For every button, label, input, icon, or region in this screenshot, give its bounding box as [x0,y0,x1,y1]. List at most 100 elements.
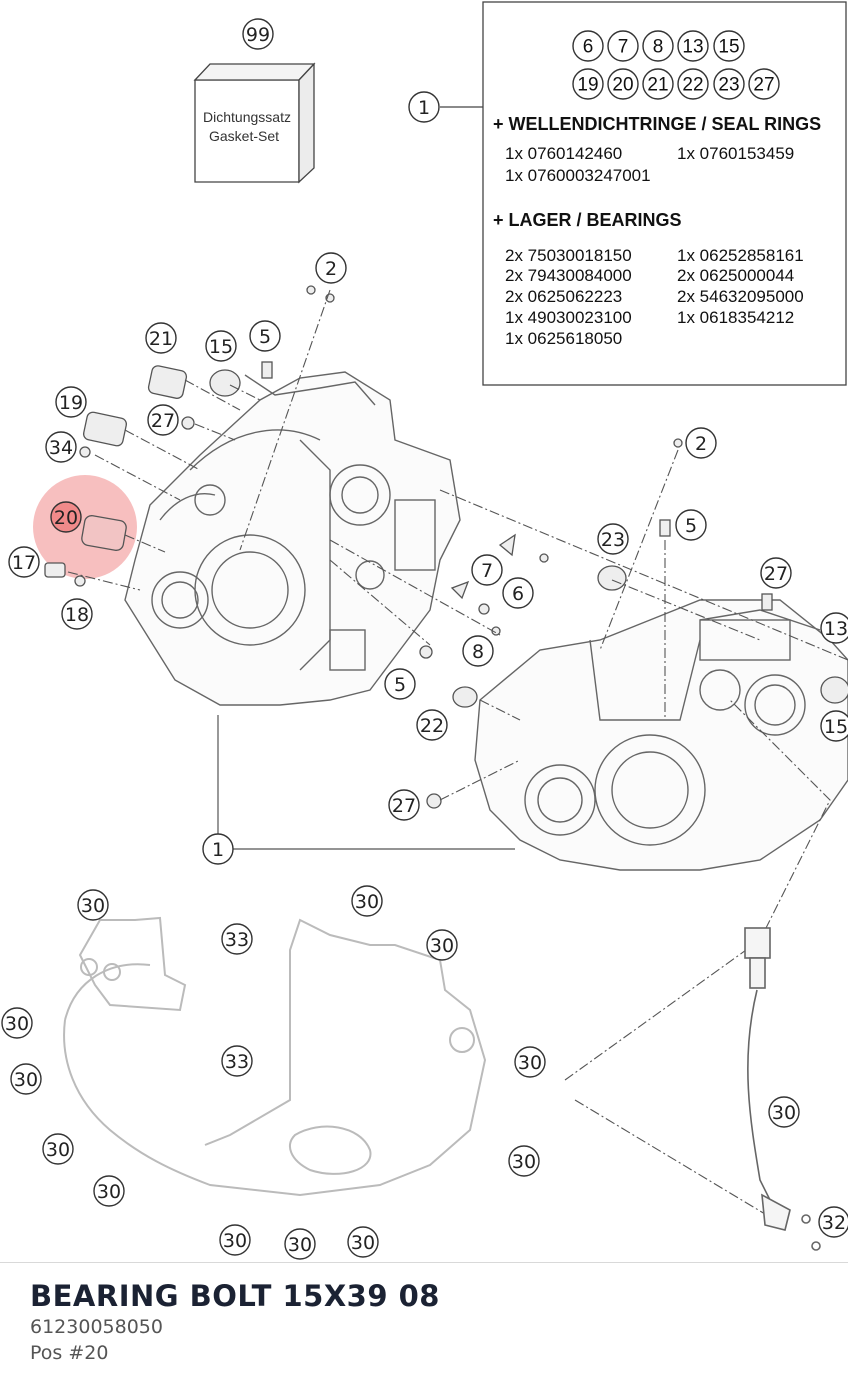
callout-33: 33 [221,923,253,955]
info-ref-circle [713,30,745,62]
info-ref-label: 7 [618,37,629,58]
callout-label: 33 [225,929,249,951]
part-number: 61230058050 [30,1316,163,1338]
info-ref-20: 20 [607,68,639,100]
info-ref-label: 15 [718,37,739,58]
callout-circle [426,929,458,961]
bearing-item: 2x 0625062223 [505,287,622,306]
info-ref-15: 15 [713,30,745,62]
gasket-label-en: Gasket-Set [209,128,279,144]
callout-circle [408,91,440,123]
callout-30: 30 [93,1175,125,1207]
callout-label: 30 [355,891,379,913]
callout-20: 20 [50,501,82,533]
callout-label: 6 [512,583,524,605]
callout-circle [284,1228,316,1260]
left-crankcase-half [124,371,461,706]
callout-circle [93,1175,125,1207]
callout-label: 27 [392,795,416,817]
callout-label: 5 [685,515,697,537]
info-ref-circle [748,68,780,100]
callout-circle [597,523,629,555]
callout-30: 30 [514,1046,546,1078]
callout-circle [145,322,177,354]
callout-circle [384,668,416,700]
callout-27: 27 [760,557,792,589]
part-title: BEARING BOLT 15X39 08 [30,1279,440,1313]
callout-label: 99 [246,24,270,46]
callout-circle [42,1133,74,1165]
callout-1: 1 [408,91,440,123]
bearing-item: 1x 0625618050 [505,329,622,348]
callout-label: 32 [822,1212,846,1234]
callout-circle [462,635,494,667]
callout-leaders [217,715,515,850]
bearing-item: 2x 75030018150 [505,246,632,265]
callout-label: 30 [288,1234,312,1256]
callout-30: 30 [42,1133,74,1165]
callout-30: 30 [426,929,458,961]
info-ref-circle [642,68,674,100]
info-ref-circle [713,68,745,100]
bearing-heading: + LAGER / BEARINGS [493,210,682,230]
callout-30: 30 [508,1145,540,1177]
seal-item: 1x 0760003247001 [505,166,651,185]
callout-label: 27 [151,410,175,432]
callout-label: 13 [824,618,848,640]
callout-label: 30 [512,1151,536,1173]
callout-circle [685,427,717,459]
callout-label: 30 [14,1069,38,1091]
callout-30: 30 [284,1228,316,1260]
callout-30: 30 [219,1224,251,1256]
callout-circle [416,709,448,741]
footer-divider [0,1262,848,1263]
info-ref-circle [677,30,709,62]
callout-label: 19 [59,392,83,414]
callout-label: 1 [418,97,430,119]
callout-13: 13 [820,612,848,644]
info-ref-27: 27 [748,68,780,100]
callout-circle [471,554,503,586]
callout-circle [219,1224,251,1256]
info-ref-circle [607,30,639,62]
info-ref-label: 13 [682,37,703,58]
callout-30: 30 [351,885,383,917]
callout-15: 15 [820,710,848,742]
callout-33: 33 [221,1045,253,1077]
info-ref-label: 20 [612,75,633,96]
callout-circle [760,557,792,589]
callout-circle [221,923,253,955]
callout-8: 8 [462,635,494,667]
callout-circle [249,320,281,352]
info-ref-label: 8 [653,37,664,58]
callout-circle [388,789,420,821]
callout-99: 99 [242,18,274,50]
callout-27: 27 [388,789,420,821]
seal-heading: + WELLENDICHTRINGE / SEAL RINGS [493,114,821,134]
callout-label: 15 [209,336,233,358]
bearing-item: 2x 0625000044 [677,266,794,285]
callout-label: 30 [518,1052,542,1074]
leader-lines [67,289,848,1221]
callout-label: 30 [223,1230,247,1252]
callout-17: 17 [8,546,40,578]
callout-circle [818,1206,848,1238]
callout-label: 5 [394,674,406,696]
callout-label: 17 [12,552,36,574]
bearing-item: 1x 06252858161 [677,246,804,265]
callout-circle [61,598,93,630]
crankcase-gasket [63,916,487,1197]
info-ref-7: 7 [607,30,639,62]
callout-label: 30 [430,935,454,957]
seal-item: 1x 0760142460 [505,144,622,163]
seal-item: 1x 0760153459 [677,144,794,163]
callout-label: 22 [420,715,444,737]
info-ref-label: 23 [718,75,739,96]
callout-circle [675,509,707,541]
callout-label: 20 [54,507,78,529]
callout-label: 7 [481,560,493,582]
callout-30: 30 [1,1007,33,1039]
